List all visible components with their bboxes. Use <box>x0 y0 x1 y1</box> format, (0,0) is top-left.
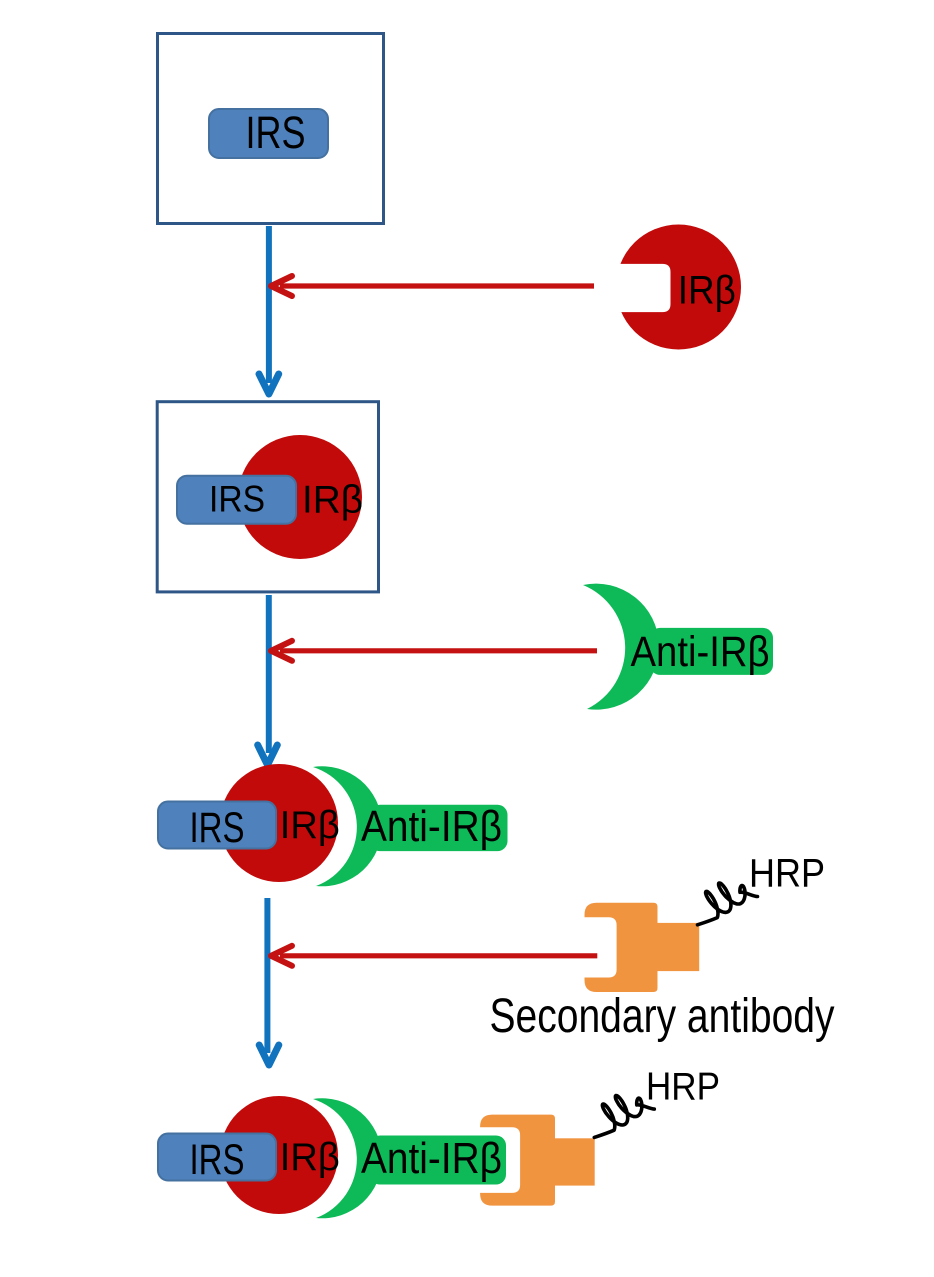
svg-text:IRβ: IRβ <box>678 269 736 313</box>
svg-text:Anti-IRβ: Anti-IRβ <box>361 803 502 851</box>
svg-text:IRS: IRS <box>190 1136 245 1184</box>
svg-text:HRP: HRP <box>646 1065 720 1108</box>
svg-text:IRβ: IRβ <box>280 1136 340 1179</box>
svg-text:IRS: IRS <box>209 479 265 520</box>
svg-text:Anti-IRβ: Anti-IRβ <box>631 628 770 676</box>
svg-text:Secondary antibody: Secondary antibody <box>490 990 835 1043</box>
svg-text:IRS: IRS <box>246 107 306 158</box>
svg-text:HRP: HRP <box>749 851 825 895</box>
svg-text:IRS: IRS <box>190 804 245 852</box>
svg-text:IRβ: IRβ <box>302 479 363 522</box>
svg-text:Anti-IRβ: Anti-IRβ <box>361 1135 502 1183</box>
svg-text:IRβ: IRβ <box>280 804 340 847</box>
